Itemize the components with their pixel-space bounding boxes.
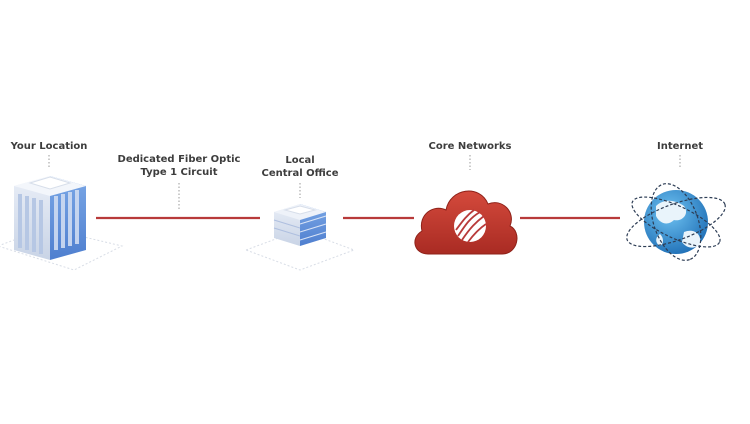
network-node-icon — [454, 210, 486, 242]
central-office-label-line1: Local — [285, 155, 315, 166]
core-networks-label: Core Networks — [429, 140, 512, 153]
small-building-icon — [244, 204, 356, 271]
fiber-circuit-label-line1: Dedicated Fiber Optic — [117, 154, 241, 165]
central-office-label-line2: Central Office — [261, 168, 339, 179]
globe-icon — [626, 183, 726, 261]
internet-label-text: Internet — [656, 141, 704, 152]
fiber-circuit-label: Dedicated Fiber Optic Type 1 Circuit — [118, 153, 241, 179]
office-building-icon — [0, 176, 124, 271]
leader-lines — [48, 155, 681, 211]
internet-label: Internet — [657, 140, 703, 153]
core-networks-label-text: Core Networks — [428, 141, 512, 152]
fiber-circuit-label-line2: Type 1 Circuit — [140, 167, 218, 178]
your-location-label: Your Location — [11, 140, 88, 153]
cloud-network-icon — [414, 190, 518, 255]
central-office-label: Local Central Office — [262, 154, 339, 180]
your-location-label-text: Your Location — [10, 141, 88, 152]
